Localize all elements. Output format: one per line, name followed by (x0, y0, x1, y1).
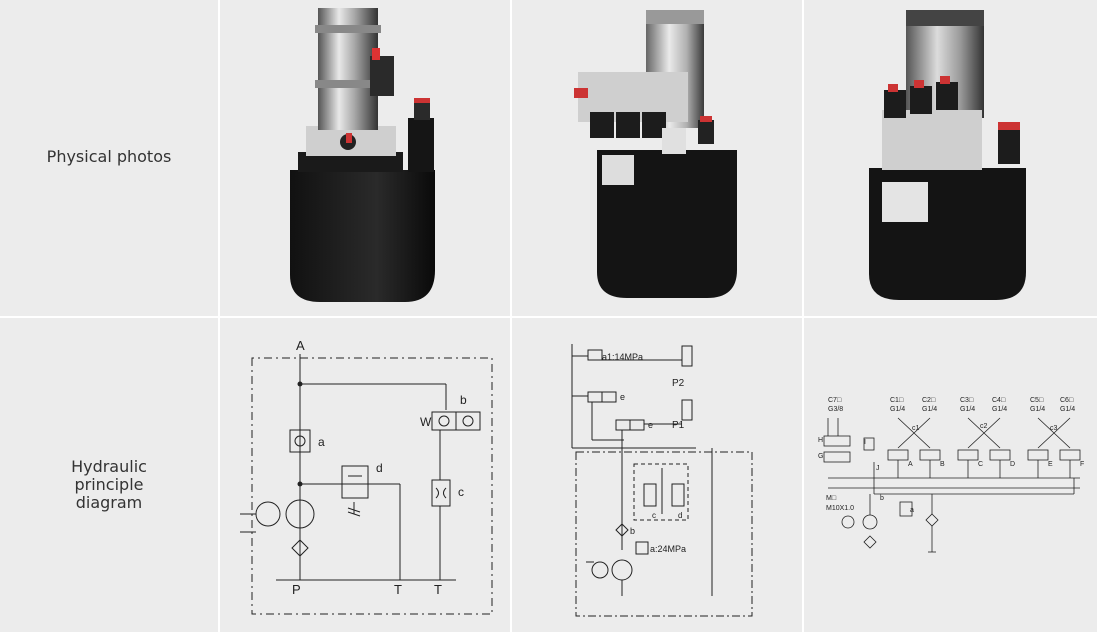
component-c-label: c (458, 485, 464, 499)
port-c5-label: C5□ (1030, 397, 1044, 404)
port-a3-label: A (908, 461, 913, 468)
component-i-label: I (864, 439, 866, 446)
hydraulic-diagram-3: C7□ G3/8 C1□ G1/4 C2□ G1/4 C3□ G1/4 C4□ … (818, 397, 1084, 553)
photo-cell-1 (220, 0, 510, 316)
port-c2-label: C2□ (922, 397, 936, 404)
component-c3-label: c3 (1050, 425, 1058, 432)
pressure-a-label: a:24MPa (650, 544, 686, 554)
port-c4-label: C4□ (992, 397, 1006, 404)
solenoid-w-label: W (420, 415, 432, 429)
component-d2-label: d (678, 511, 682, 520)
component-j-label: J (876, 465, 880, 472)
hydraulic-diagram-1: A a d b c W P T T (240, 338, 493, 615)
component-a-label: a (318, 435, 325, 449)
port-t1-label: T (394, 582, 402, 597)
hydraulic-diagram-2: a1:14MPa P2 P1 e e b c d a:24MPa (571, 344, 753, 617)
port-f-label: F (1080, 461, 1084, 468)
photo-cell-2 (512, 0, 802, 316)
row-label-cell-diagram: Hydraulic principle diagram (0, 318, 218, 632)
port-c6-size: G1/4 (1060, 406, 1075, 413)
port-c7-size: G3/8 (828, 406, 843, 413)
port-m-label: M□ (826, 495, 837, 502)
diagram-cell-3: C7□ G3/8 C1□ G1/4 C2□ G1/4 C3□ G1/4 C4□ … (804, 318, 1097, 632)
port-c-label: C (978, 461, 983, 468)
component-g-label: G (818, 453, 823, 460)
pressure-a1-label: a1:14MPa (602, 352, 643, 362)
port-m-size: M10X1.0 (826, 505, 854, 512)
port-p-label: P (292, 582, 301, 597)
component-e2-label: e (648, 420, 653, 430)
power-unit-photo-3 (869, 10, 1026, 300)
component-h-label: H (818, 437, 823, 444)
component-c2-label: c2 (980, 423, 988, 430)
port-c1-label: C1□ (890, 397, 904, 404)
port-c3-label: C3□ (960, 397, 974, 404)
port-a-label: A (296, 338, 305, 353)
port-p2-label: P2 (672, 378, 685, 389)
component-c2-label: c (652, 511, 656, 520)
port-e-label: E (1048, 461, 1053, 468)
component-c1-label: c1 (912, 425, 920, 432)
component-e1-label: e (620, 392, 625, 402)
power-unit-photo-2 (574, 10, 737, 298)
component-b2-label: b (630, 526, 635, 536)
port-d-label: D (1010, 461, 1015, 468)
diagram-cell-1: A a d b c W P T T (220, 318, 510, 632)
component-b-label: b (460, 393, 467, 407)
port-c2-size: G1/4 (922, 406, 937, 413)
row-label-cell-photos: Physical photos (0, 0, 218, 316)
port-c5-size: G1/4 (1030, 406, 1045, 413)
port-c4-size: G1/4 (992, 406, 1007, 413)
port-c6-label: C6□ (1060, 397, 1074, 404)
power-unit-photo-1 (290, 8, 435, 302)
port-c7-label: C7□ (828, 397, 842, 404)
component-d-label: d (376, 461, 383, 475)
diagram-cell-2: a1:14MPa P2 P1 e e b c d a:24MPa (512, 318, 802, 632)
port-p1-label: P1 (672, 420, 685, 431)
port-b3-label: B (940, 461, 945, 468)
port-c3-size: G1/4 (960, 406, 975, 413)
port-c1-size: G1/4 (890, 406, 905, 413)
row-label-hydraulic-principle-diagram: Hydraulic principle diagram (71, 457, 147, 512)
photo-cell-3 (804, 0, 1097, 316)
component-b3-label: b (880, 495, 884, 502)
row-label-physical-photos: Physical photos (46, 147, 172, 166)
port-t2-label: T (434, 582, 442, 597)
